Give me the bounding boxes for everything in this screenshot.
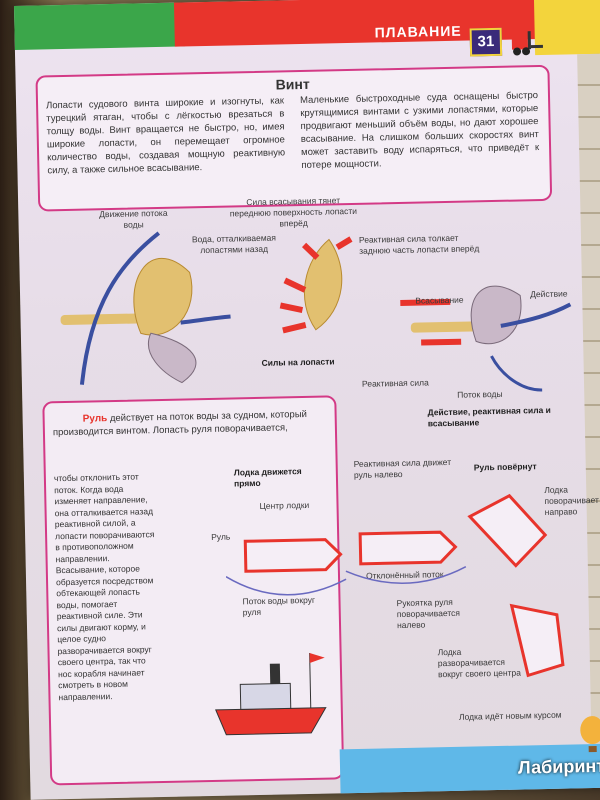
reactive-force-label: Реактивная сила толкает заднюю часть лоп… — [358, 232, 480, 256]
rudder-intro: Руль действует на поток воды за судном, … — [53, 408, 325, 440]
force-summary-label: Действие, реактивная сила и всасывание — [427, 404, 551, 429]
pushed-water-label: Вода, отталкиваемая лопастями назад — [191, 232, 277, 256]
suction-label: Всасывание — [415, 294, 464, 306]
rudder-title: Руль — [82, 413, 108, 425]
rudder-card: Руль действует на поток воды за судном, … — [42, 395, 345, 786]
propeller-icon — [60, 231, 231, 385]
book-page: ПЛАВАНИЕ 31 Винт Лопасти судового винта … — [14, 0, 600, 800]
tugboat-icon — [215, 652, 327, 736]
reactive-label: Реактивная сила — [361, 377, 429, 389]
water-flow-label: Поток воды — [457, 388, 503, 400]
action-label: Действие — [530, 288, 568, 300]
propeller-diagrams — [60, 231, 572, 392]
action-reaction-diagram — [400, 285, 572, 392]
hot-air-balloon-icon — [580, 716, 600, 753]
forklift-icon — [511, 31, 543, 56]
blade-forces-label: Силы на лопасти — [261, 356, 335, 368]
rudder-boats-diagram — [225, 493, 565, 678]
rudder-explanation: чтобы отклонить этот поток. Когда вода и… — [53, 471, 155, 702]
blade-forces-diagram — [279, 236, 353, 334]
suction-force-label: Сила всасывания тянет переднюю поверхнос… — [229, 195, 358, 229]
labirint-watermark: Лабиринт — [517, 755, 600, 778]
flow-motion-label: Движение потока воды — [99, 207, 168, 230]
rudder-turned-label: Руль повёрнут — [473, 461, 537, 473]
